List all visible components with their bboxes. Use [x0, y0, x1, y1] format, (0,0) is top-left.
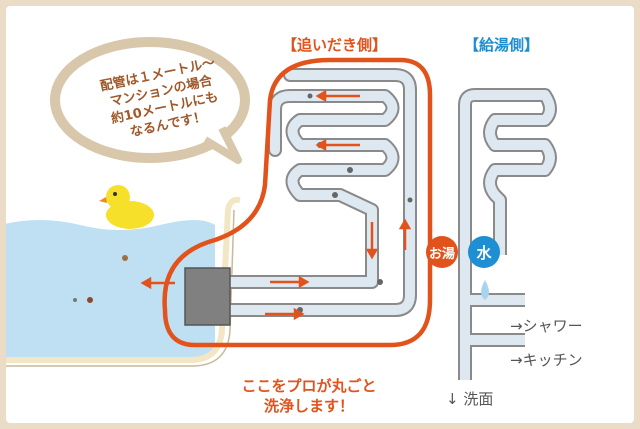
speech-bubble: [50, 37, 250, 164]
flow-arrows: [140, 89, 412, 321]
reheat-side-title: 【追いだき側】: [282, 36, 388, 54]
hot-water-badge: お湯: [426, 236, 458, 268]
hot-water-side-title: 【給湯側】: [464, 36, 540, 54]
shower-label: →シャワー: [510, 317, 583, 335]
rubber-duck-icon: [99, 185, 154, 229]
bathtub-rim: [6, 196, 241, 363]
cleaning-callout: ここをプロが丸ごと 洗浄します！: [224, 376, 394, 416]
washbasin-label: ↓ 洗面: [446, 390, 494, 408]
water-drop-icon: [481, 280, 489, 300]
callout-line: ここをプロが丸ごと: [241, 377, 377, 395]
reheat-pipes: [223, 68, 417, 317]
bath-water: [6, 220, 215, 360]
heat-exchanger-box: [184, 267, 231, 326]
diagram-graphic: [6, 37, 557, 380]
kitchen-label: →キッチン: [510, 351, 583, 369]
callout-line: 洗浄します！: [263, 397, 354, 415]
cold-water-badge: 水: [468, 236, 500, 268]
cleaning-area-outline: [162, 57, 433, 348]
diagram-panel: 【追いだき側】 【給湯側】 配管は１メートル〜 マンションの場合 約10メートル…: [6, 6, 634, 423]
